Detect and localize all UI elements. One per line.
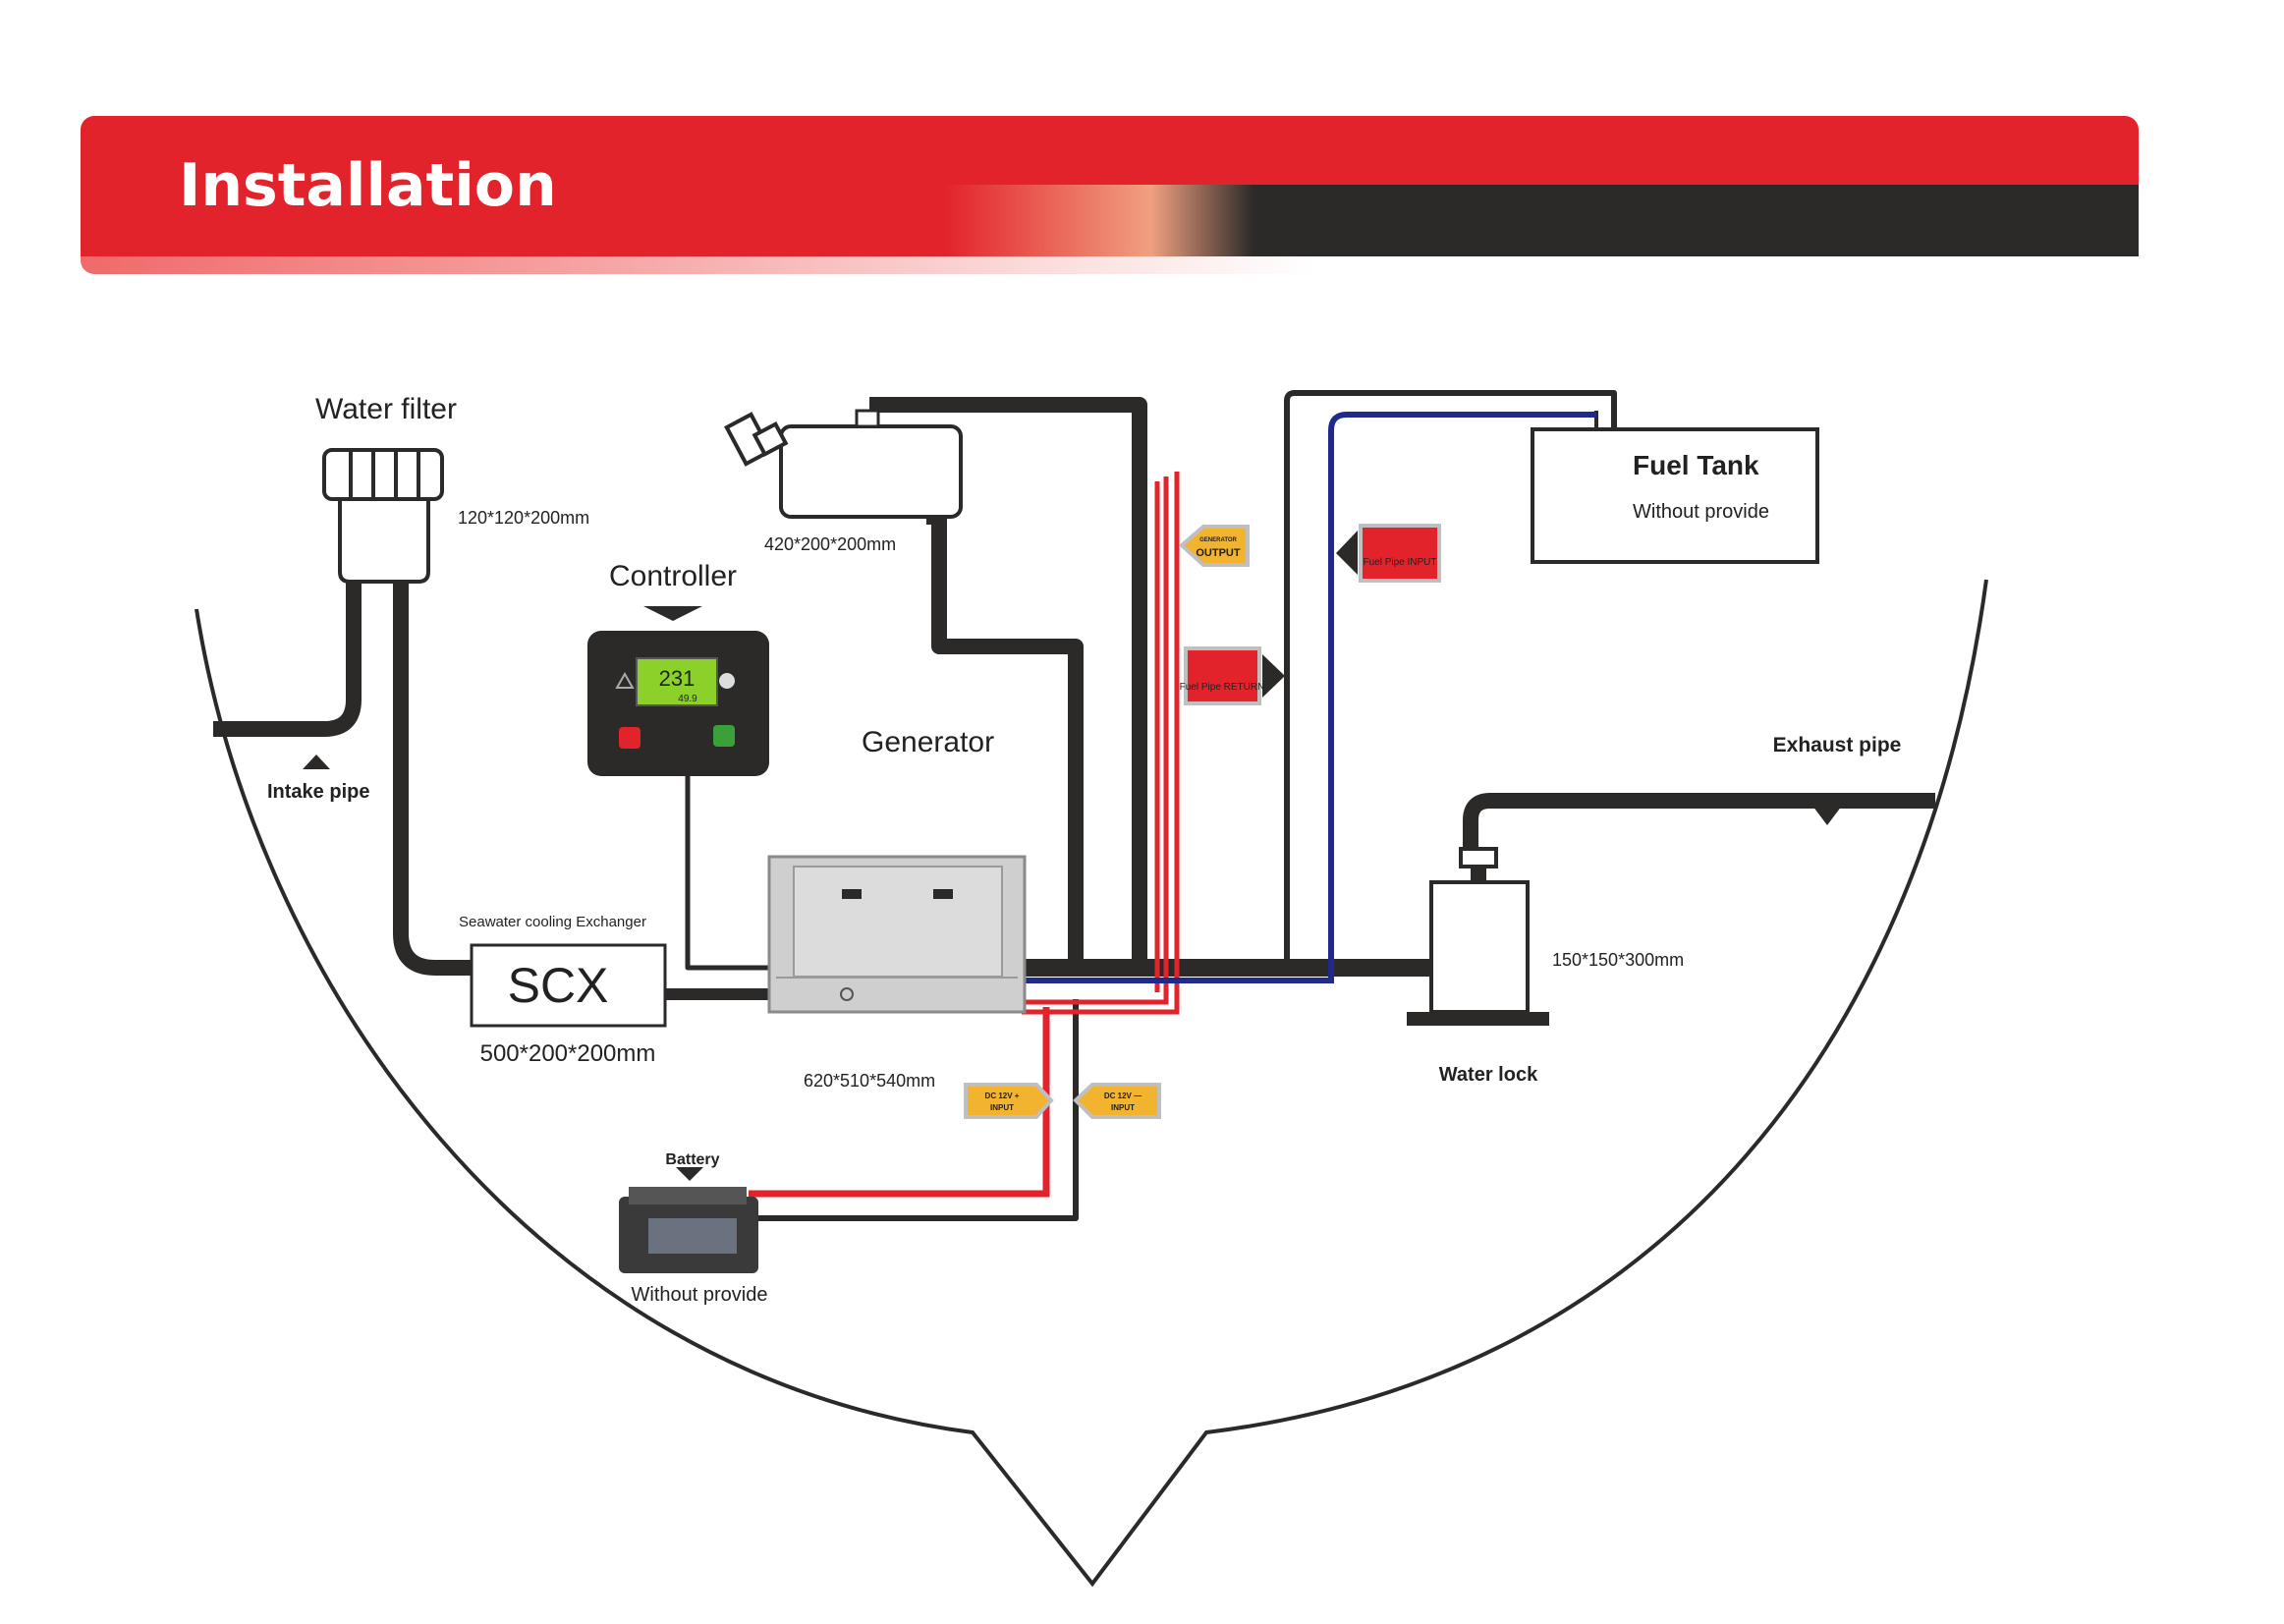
exhaust-pipe	[1463, 793, 1935, 863]
fuel-return-pipe	[1284, 390, 1617, 971]
output-tag-label: OUTPUT	[1196, 547, 1241, 559]
intake-arrow-icon	[303, 755, 330, 769]
stop-button[interactable]	[619, 727, 641, 749]
fuel-tank-note: Without provide	[1633, 501, 1769, 523]
water-filter-dim: 120*120*200mm	[458, 508, 589, 528]
battery-positive-wire	[749, 1007, 1050, 1198]
output-wire-1	[1022, 476, 1169, 1005]
controller-lcd-sub-value: 49.9	[678, 694, 697, 704]
battery-arrow-icon	[676, 1167, 703, 1181]
water-lock-dim: 150*150*300mm	[1552, 950, 1684, 970]
header-fade-band	[81, 256, 2139, 274]
header-dark-band	[81, 185, 2139, 256]
expansion-tank	[724, 409, 963, 525]
start-button[interactable]	[713, 725, 735, 747]
filter-to-scx-pipe	[393, 577, 481, 976]
scx-label: SCX	[508, 958, 609, 1013]
intake-pipe	[213, 577, 362, 737]
exhaust-arrow-icon	[1812, 806, 1842, 825]
warning-icon	[615, 671, 635, 689]
intake-pipe-label: Intake pipe	[267, 781, 369, 803]
controller-arrow-icon	[643, 606, 702, 621]
water-filter	[322, 448, 444, 584]
battery-negative-wire	[744, 999, 1079, 1221]
dc-plus-sub-label: INPUT	[990, 1103, 1014, 1112]
water-lock-label: Water lock	[1439, 1064, 1538, 1086]
battery	[619, 1167, 758, 1273]
fuel-input-pipe	[1022, 412, 1596, 983]
fuel-tank-box	[1531, 427, 1819, 564]
page-title: Installation	[179, 151, 557, 220]
seawater-exchanger-label: Seawater cooling Exchanger	[459, 914, 646, 930]
controller-lcd	[636, 657, 718, 706]
scx-dim: 500*200*200mm	[480, 1040, 656, 1067]
generator-box	[767, 855, 1027, 1014]
fuel-input-tag: Fuel Pipe INPUT	[1336, 524, 1441, 583]
tank-supply-pipe	[869, 397, 1147, 966]
tank-dim: 420*200*200mm	[764, 534, 896, 554]
generator-label: Generator	[862, 726, 994, 758]
fuel-tank-label: Fuel Tank	[1633, 450, 1759, 480]
water-filter-label: Water filter	[315, 393, 457, 425]
water-lock	[1407, 847, 1549, 1026]
output-tag-small-label: GENERATOR	[1199, 537, 1237, 543]
dc-minus-sub-label: INPUT	[1111, 1103, 1135, 1112]
fuel-return-tag-label: Fuel Pipe RETURN	[1180, 682, 1265, 693]
fuel-return-tag: Fuel Pipe RETURN	[1180, 646, 1285, 705]
pipes-group	[213, 390, 1935, 1221]
battery-note: Without provide	[632, 1284, 768, 1306]
red-wires-group	[749, 472, 1180, 1198]
fuel-input-tag-label: Fuel Pipe INPUT	[1363, 557, 1436, 568]
header-banner: Installation	[81, 116, 2139, 274]
output-tag: GENERATOR OUTPUT	[1178, 525, 1250, 567]
controller-label: Controller	[609, 560, 737, 592]
hull-outline	[195, 579, 1988, 1588]
controller-down-icon[interactable]	[719, 673, 735, 689]
dc-minus-tag: DC 12V — INPUT	[1073, 1083, 1161, 1119]
output-wire-2	[1022, 472, 1180, 1015]
controller-lcd-value: 231	[659, 666, 696, 691]
battery-label: Battery	[665, 1151, 719, 1168]
exhaust-pipe-label: Exhaust pipe	[1773, 734, 1902, 756]
tank-return-pipe	[931, 508, 1084, 966]
controller-panel: 231 49.9	[587, 606, 769, 776]
dc-minus-label: DC 12V —	[1104, 1092, 1142, 1100]
generator-dim: 620*510*540mm	[804, 1071, 935, 1091]
dc-plus-label: DC 12V +	[985, 1092, 1020, 1100]
scx-box	[470, 943, 667, 1028]
header-red-band	[81, 116, 2139, 185]
dc-plus-tag: DC 12V + INPUT	[964, 1083, 1054, 1119]
controller-cable	[685, 773, 774, 971]
